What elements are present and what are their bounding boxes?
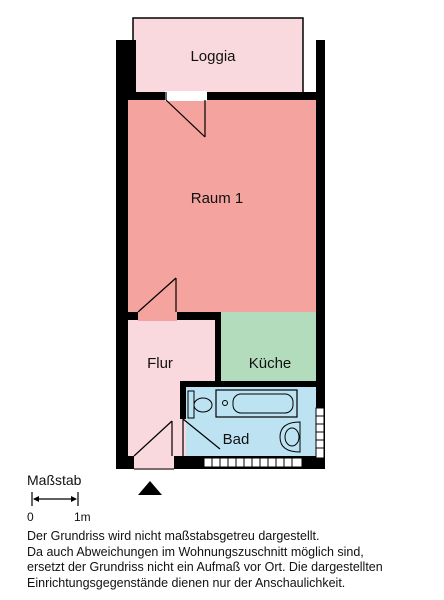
room-raum1 — [128, 100, 316, 312]
scale-zero: 0 — [27, 510, 34, 524]
disclaimer-line: Der Grundriss wird nicht maßstabsgetreu … — [27, 529, 320, 543]
scale-bar — [31, 492, 79, 506]
entrance-arrow-icon — [138, 481, 162, 495]
bathtub-drain — [222, 400, 228, 406]
floor-plan: Loggia Raum 1 Flur Küche Bad — [116, 17, 325, 470]
label-flur: Flur — [147, 355, 173, 372]
disclaimer: Der Grundriss wird nicht maßstabsgetreu … — [27, 529, 437, 591]
disclaimer-line: Einrichtungsgegenstände dienen nur der A… — [27, 575, 346, 590]
loggia-door-opening — [165, 91, 207, 101]
entrance-door-leaf — [133, 420, 173, 457]
toilet-tank — [187, 390, 195, 419]
wall-right — [316, 40, 325, 469]
bad-window-bottom-hatch — [211, 458, 293, 467]
wall-top-loggia — [128, 92, 316, 100]
label-raum1: Raum 1 — [191, 190, 244, 207]
wall-bottom-left — [116, 456, 134, 469]
room-loggia — [132, 17, 304, 95]
washbasin-inner — [284, 427, 300, 447]
room-kueche — [221, 312, 316, 381]
entrance-opening — [134, 456, 174, 470]
label-bad: Bad — [223, 431, 250, 448]
flur-door-opening — [138, 311, 177, 321]
wall-left — [116, 92, 128, 469]
flur-door-leaf — [137, 277, 177, 313]
bad-window-right-hatch — [316, 415, 324, 449]
disclaimer-line: ersetzt der Grundriss nicht ein Aufmaß v… — [27, 560, 383, 574]
wall-flur-bad — [180, 381, 186, 419]
loggia-door-leaf — [165, 99, 206, 138]
bad-door-leaf — [182, 418, 221, 450]
loggia-parapet — [116, 40, 136, 96]
wall-flur-kueche — [215, 312, 221, 387]
scale-one: 1m — [74, 510, 91, 524]
bad-window-right — [315, 407, 325, 459]
label-loggia: Loggia — [190, 48, 236, 65]
bathtub-inner — [232, 393, 294, 414]
disclaimer-line: Da auch Abweichungen im Wohnungszuschnit… — [27, 544, 364, 559]
toilet-bowl — [193, 397, 213, 413]
scale-title: Maßstab — [27, 472, 82, 488]
wall-kueche-bad — [180, 381, 316, 387]
label-kueche: Küche — [249, 355, 292, 372]
bad-window-bottom — [203, 457, 303, 468]
